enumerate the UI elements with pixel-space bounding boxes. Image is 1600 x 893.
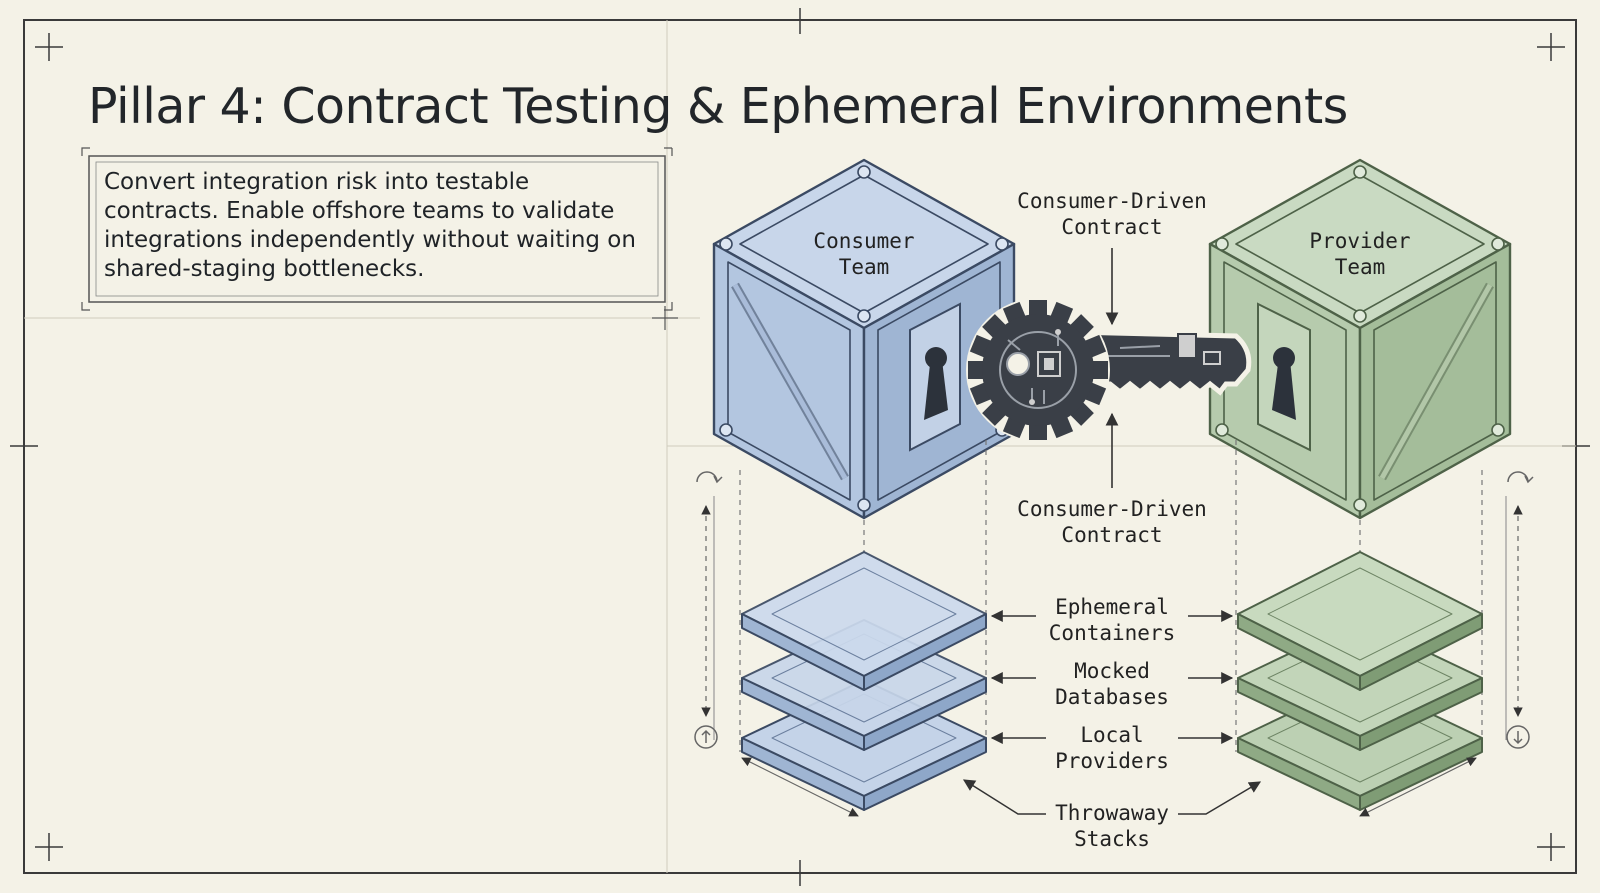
consumer-layer-stack <box>742 552 986 810</box>
consumer-cube-icon <box>714 160 1014 518</box>
layer-label-databases: Mocked Databases <box>1032 658 1192 710</box>
layer-label-providers: Local Providers <box>1032 722 1192 774</box>
provider-cube-icon <box>1210 160 1510 518</box>
provider-team-label: Provider Team <box>1286 228 1434 280</box>
gear-key-icon <box>966 298 1249 442</box>
consumer-team-label: Consumer Team <box>790 228 938 280</box>
keyhole-icon <box>1258 304 1310 450</box>
contract-label-bottom: Consumer-Driven Contract <box>1002 496 1222 548</box>
provider-layer-stack <box>1238 552 1482 810</box>
throwaway-stacks-label: Throwaway Stacks <box>1032 800 1192 852</box>
layer-label-containers: Ephemeral Containers <box>1032 594 1192 646</box>
slide-title: Pillar 4: Contract Testing & Ephemeral E… <box>88 78 1348 135</box>
keyhole-icon <box>910 304 960 450</box>
slide-description: Convert integration risk into testable c… <box>104 168 649 284</box>
contract-label-top: Consumer-Driven Contract <box>1002 188 1222 240</box>
